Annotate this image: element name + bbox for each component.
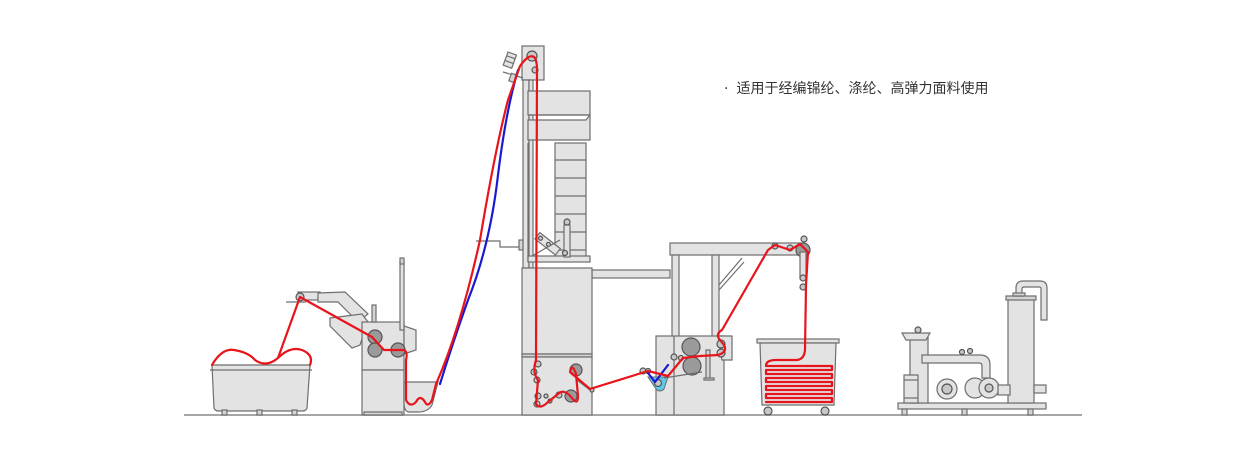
bullet-point: · <box>724 81 729 97</box>
fabric-path-blue-padder <box>646 363 670 384</box>
fabric-path-red <box>210 55 834 408</box>
application-note: · 适用于经编锦纶、涤纶、高弹力面料使用 <box>724 78 988 98</box>
overhead-plaiter <box>771 235 811 291</box>
fabric-cart <box>210 364 312 416</box>
pad-roller-top <box>681 337 701 357</box>
vacuum-pump-station <box>897 280 1048 416</box>
connecting-beam <box>591 269 671 279</box>
fabric-loading-unit <box>286 257 417 416</box>
application-note-text: 适用于经编锦纶、涤纶、高弹力面料使用 <box>736 81 989 97</box>
fabric-path-blue <box>438 68 520 386</box>
nip-roller-bottom <box>367 342 383 358</box>
vertical-lifting-tower <box>476 45 591 269</box>
